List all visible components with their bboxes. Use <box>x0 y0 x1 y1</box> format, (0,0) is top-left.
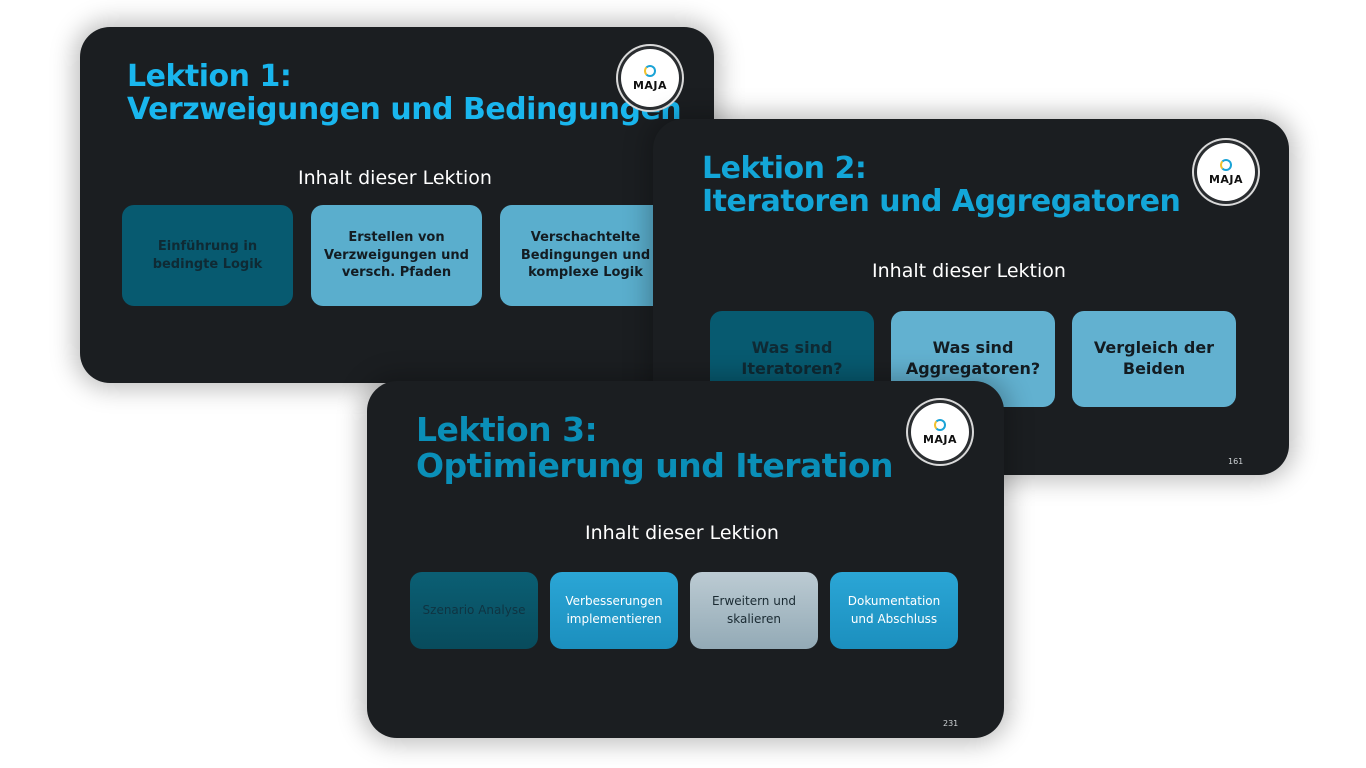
maja-logo-icon: MAJA <box>621 49 679 107</box>
logo-text: MAJA <box>632 78 668 92</box>
slide-title: Lektion 2: Iteratoren und Aggregatoren <box>702 151 1181 219</box>
slide-title-line2: Verzweigungen und Bedingungen <box>127 92 682 127</box>
slide-title-line1: Lektion 2: <box>702 151 867 186</box>
slide-subtitle: Inhalt dieser Lektion <box>585 522 779 544</box>
slide-title: Lektion 3: Optimierung und Iteration <box>416 410 894 486</box>
content-boxes: Szenario Analyse Verbesserungen implemen… <box>410 572 958 649</box>
logo-text: MAJA <box>1208 172 1244 186</box>
page-number: 161 <box>1228 457 1244 466</box>
slide-lektion-1: Lektion 1: Verzweigungen und Bedingungen… <box>80 27 714 383</box>
slide-title-line1: Lektion 1: <box>127 59 292 94</box>
content-boxes: Einführung in bedingte Logik Erstellen v… <box>122 205 671 306</box>
slide-title: Lektion 1: Verzweigungen und Bedingungen <box>127 59 682 127</box>
slide-title-line2: Iteratoren und Aggregatoren <box>702 184 1181 219</box>
slide-subtitle: Inhalt dieser Lektion <box>872 260 1066 282</box>
logo-mark <box>644 64 656 77</box>
logo-mark <box>1220 158 1232 171</box>
slide-subtitle: Inhalt dieser Lektion <box>298 167 492 189</box>
logo-mark <box>934 418 946 431</box>
content-box: Szenario Analyse <box>410 572 538 649</box>
maja-logo-icon: MAJA <box>1197 143 1255 201</box>
slide-lektion-3: Lektion 3: Optimierung und Iteration MAJ… <box>367 381 1004 738</box>
page-number: 231 <box>943 719 959 728</box>
content-box: Erweitern und skalieren <box>690 572 818 649</box>
content-box: Verschachtelte Bedingungen und komplexe … <box>500 205 671 306</box>
content-box: Verbesserungen implementieren <box>550 572 678 649</box>
content-box: Vergleich der Beiden <box>1072 311 1236 407</box>
slide-title-line2: Optimierung und Iteration <box>416 446 894 486</box>
content-box: Erstellen von Verzweigungen und versch. … <box>311 205 482 306</box>
maja-logo-icon: MAJA <box>911 403 969 461</box>
slide-title-line1: Lektion 3: <box>416 410 598 449</box>
content-box: Einführung in bedingte Logik <box>122 205 293 306</box>
content-box: Dokumentation und Abschluss <box>830 572 958 649</box>
logo-text: MAJA <box>922 432 958 446</box>
